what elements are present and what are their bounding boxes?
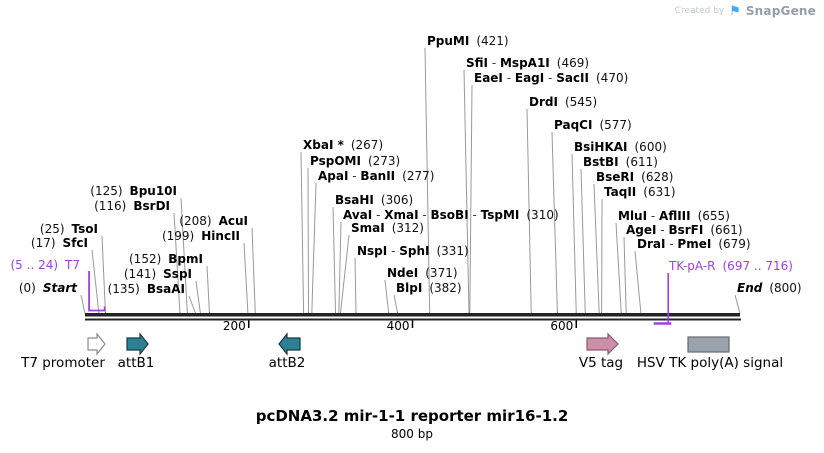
leader-line-end	[734, 294, 741, 314]
leader-line-bsrdi	[173, 212, 181, 314]
site-label-eaei-eagi-sacii[interactable]: EaeI - EagI - SacII(470)	[474, 71, 629, 85]
site-label-apai-banii[interactable]: ApaI - BanII(277)	[318, 169, 435, 183]
sequence-line-bottom[interactable]	[85, 318, 741, 321]
leader-line-blpi	[393, 294, 399, 314]
leader-line-bseri	[593, 183, 600, 314]
site-label-bstbi[interactable]: BstBI(611)	[583, 155, 658, 169]
site-label-hincii[interactable]: (199)HincII	[161, 229, 240, 243]
leader-line-bsihkai	[571, 153, 577, 314]
leader-line-apai-banii	[311, 182, 317, 314]
feature-label-t7-promoter[interactable]: T7 promoter	[21, 355, 105, 371]
site-label-bpu10i[interactable]: (125)Bpu10I	[90, 184, 177, 198]
leader-line-start	[80, 294, 86, 314]
axis-tick-label: 600	[550, 319, 574, 333]
leader-line-ndei	[384, 279, 390, 314]
site-label-ppumi[interactable]: PpuMI(421)	[427, 34, 509, 48]
leader-line-mlui-afliii	[615, 222, 622, 314]
leader-line-sspi	[195, 280, 201, 314]
leader-line-drai-pmei	[634, 250, 642, 314]
leader-line-bpu10i	[180, 197, 188, 314]
axis-tick-label: 400	[386, 319, 410, 333]
site-label-acui[interactable]: (208)AcuI	[179, 214, 248, 228]
site-label-end[interactable]: End(800)	[737, 281, 802, 295]
site-label-avai-xmai-bsobi-tspmi[interactable]: AvaI - XmaI - BsoBI - TspMI(310)	[343, 208, 559, 222]
feature-label-attb1[interactable]: attB1	[117, 355, 155, 371]
axis-tick-label: 200	[222, 319, 246, 333]
site-label-sfci[interactable]: (17)SfcI	[30, 236, 88, 250]
primer-marks	[88, 271, 672, 325]
feature-label-hsv-tk-polya-signal[interactable]: HSV TK poly(A) signal	[636, 355, 784, 371]
primer-label-tk-pa-r[interactable]: TK-pA-R(697 .. 716)	[669, 259, 793, 273]
site-label-start[interactable]: (0)Start	[18, 281, 77, 295]
leader-line-bpmi	[206, 265, 210, 314]
site-label-bseri[interactable]: BseRI(628)	[596, 170, 674, 184]
axis-ticks	[248, 320, 577, 328]
leader-line-agei-bsrfi	[623, 236, 627, 314]
site-label-bsaai[interactable]: (135)BsaAI	[107, 282, 185, 296]
site-label-blpi[interactable]: BlpI(382)	[396, 281, 462, 295]
leader-line-acui	[251, 227, 256, 314]
feature-label-v5-tag[interactable]: V5 tag	[578, 355, 624, 371]
site-label-bsrdi[interactable]: (116)BsrDI	[94, 199, 170, 213]
feature-box-hsv-tk-polya-signal[interactable]	[687, 336, 730, 353]
feature-arrow-attb1[interactable]	[126, 332, 149, 356]
created-by-text: Created by	[674, 6, 725, 16]
feature-arrow-v5-tag[interactable]	[586, 332, 619, 356]
leader-line-drdi	[526, 108, 532, 314]
leader-line-bsaai	[188, 295, 196, 314]
leader-line-smai	[339, 234, 350, 314]
site-label-paqci[interactable]: PaqCI(577)	[554, 118, 632, 132]
feature-label-attb2[interactable]: attB2	[268, 355, 306, 371]
snapgene-brand-text: SnapGene	[745, 4, 816, 18]
site-label-smai[interactable]: SmaI(312)	[351, 221, 424, 235]
feature-arrow-t7-promoter[interactable]	[87, 332, 106, 356]
snapgene-flag-icon: ⚑	[729, 3, 741, 19]
feature-arrow-attb2[interactable]	[278, 332, 301, 356]
site-label-xbai[interactable]: XbaI *(267)	[303, 138, 384, 152]
site-label-bsihkai[interactable]: BsiHKAI(600)	[574, 140, 667, 154]
leader-lines	[80, 47, 741, 314]
leader-line-xbai	[300, 151, 305, 314]
site-label-mlui-afliii[interactable]: MluI - AflIII(655)	[618, 209, 730, 223]
construct-title: pcDNA3.2 mir-1-1 reporter mir16-1.2	[255, 407, 569, 425]
leader-line-sfii-mspa1i	[463, 69, 470, 314]
primer-annotation-t7[interactable]	[88, 271, 106, 312]
leader-line-sfci	[91, 249, 100, 314]
sequence-line-top[interactable]	[85, 313, 740, 317]
leader-line-bstbi	[580, 168, 586, 314]
site-label-ndei[interactable]: NdeI(371)	[387, 266, 458, 280]
leader-line-eaei-eagi-sacii	[469, 84, 473, 314]
leader-line-hincii	[243, 242, 249, 314]
leader-line-nspi-sphi	[354, 257, 357, 314]
site-label-drdi[interactable]: DrdI(545)	[529, 95, 598, 109]
site-label-sfii-mspa1i[interactable]: SfiI - MspA1I(469)	[466, 56, 590, 70]
site-label-tsoi[interactable]: (25)TsoI	[39, 222, 98, 236]
leader-line-ppumi	[424, 47, 431, 314]
leader-line-tsoi	[101, 235, 106, 314]
leader-line-bsahi	[332, 206, 337, 314]
snapgene-credit: Created by ⚑ SnapGene	[675, 4, 816, 18]
leader-line-paqci	[551, 131, 558, 314]
leader-line-pspomi	[307, 167, 310, 314]
site-label-drai-pmei[interactable]: DraI - PmeI(679)	[637, 237, 751, 251]
site-label-taqii[interactable]: TaqII(631)	[604, 185, 676, 199]
site-label-bsahi[interactable]: BsaHI(306)	[335, 193, 414, 207]
site-label-agei-bsrfi[interactable]: AgeI - BsrFI(661)	[626, 223, 743, 237]
leader-line-avai-xmai-bsobi-tspmi	[338, 221, 342, 314]
site-label-nspi-sphi[interactable]: NspI - SphI(331)	[357, 244, 469, 258]
site-label-pspomi[interactable]: PspOMI(273)	[310, 154, 401, 168]
site-label-sspi[interactable]: (141)SspI	[123, 267, 192, 281]
primer-label-t7[interactable]: (5 .. 24)T7	[10, 258, 81, 272]
site-label-bpmi[interactable]: (152)BpmI	[129, 252, 203, 266]
construct-length: 800 bp	[391, 427, 433, 441]
